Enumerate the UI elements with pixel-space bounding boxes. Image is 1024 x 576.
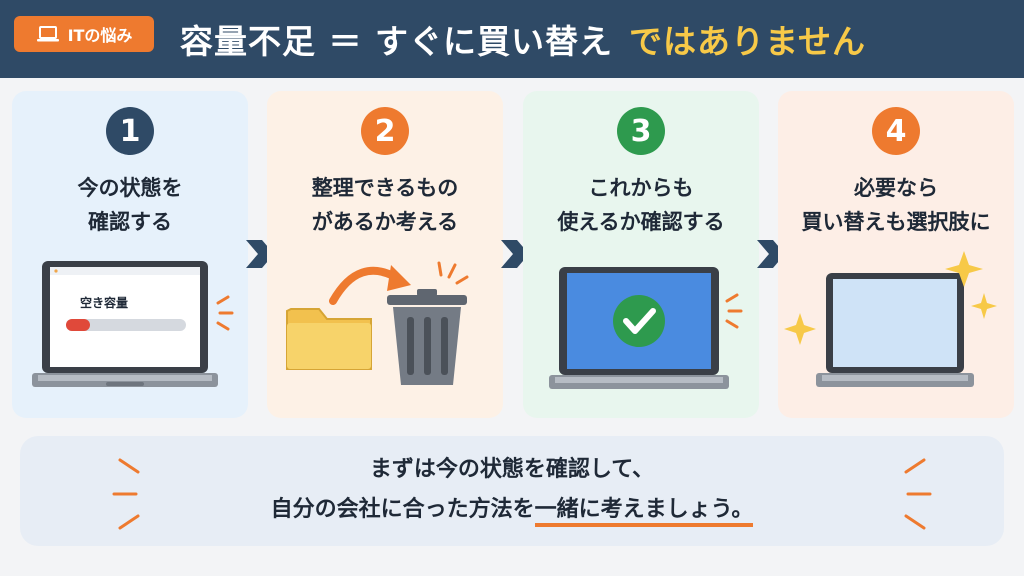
laptop-storage-illustration: 空き容量 [12,251,248,411]
emphasis-lines-icon [880,450,940,536]
step-card-2: 2 整理できるもの があるか考える [267,91,503,418]
message-underlined-text: 一緒に考えましょう。 [534,497,754,527]
folder-to-trash-illustration [267,251,503,411]
step-number-1: 1 [106,107,154,155]
summary-panel: まずは今の状態を確認して、 自分の会社に合った方法を一緒に考えましょう。 [20,436,1004,546]
step-text-4: 必要なら 買い替えも選択肢に [778,171,1014,239]
laptop-icon [36,25,60,43]
trash-can-icon [387,289,467,385]
message-line-1: まずは今の状態を確認して、 [369,457,655,482]
category-tag-label: ITの悩み [67,26,133,45]
storage-label: 空き容量 [80,295,128,310]
emphasis-lines-icon [104,450,164,536]
step-card-3: 3 これからも 使えるか確認する [523,91,759,418]
step-text-1: 今の状態を 確認する [12,171,248,239]
summary-message: まずは今の状態を確認して、 自分の会社に合った方法を一緒に考えましょう。 [20,450,1004,530]
laptop-check-illustration [523,251,759,411]
step-text-line: 確認する [88,210,172,234]
message-line-2-text: 自分の会社に合った方法を [270,497,535,522]
alert-marks-icon [437,261,469,285]
step-text-2: 整理できるもの があるか考える [267,171,503,239]
next-arrow-icon [499,236,531,272]
step-text-line: これからも [588,176,694,200]
checkmark-icon [613,295,665,347]
step-text-line: 必要なら [854,176,938,200]
step-text-line: 整理できるもの [311,176,459,200]
title-highlight: ではありません [628,22,866,61]
alert-marks-icon [216,295,234,331]
storage-bar-fill [66,319,90,331]
sparkle-icon [784,251,997,345]
folder-icon [286,308,372,370]
step-text-line: があるか考える [311,210,459,234]
header-banner: ITの悩み 容量不足 ＝ すぐに買い替え ではありません [0,0,1024,78]
step-card-1: 1 今の状態を 確認する 空き容量 [12,91,248,418]
title-main: 容量不足 ＝ すぐに買い替え [180,22,613,61]
step-number-2: 2 [361,107,409,155]
new-laptop-illustration [778,251,1014,411]
category-tag: ITの悩み [14,16,154,52]
step-number-4: 4 [872,107,920,155]
step-card-4: 4 必要なら 買い替えも選択肢に [778,91,1014,418]
step-text-3: これからも 使えるか確認する [523,171,759,239]
page-title: 容量不足 ＝ すぐに買い替え ではありません [180,14,866,64]
storage-bar-track [66,319,186,331]
curved-arrow-icon [329,265,411,305]
step-text-line: 買い替えも選択肢に [801,210,991,234]
alert-marks-icon [725,293,743,329]
step-number-3: 3 [617,107,665,155]
message-line-2: 自分の会社に合った方法を一緒に考えましょう。 [20,490,1004,530]
step-text-line: 今の状態を [77,176,183,200]
step-text-line: 使えるか確認する [557,210,725,234]
